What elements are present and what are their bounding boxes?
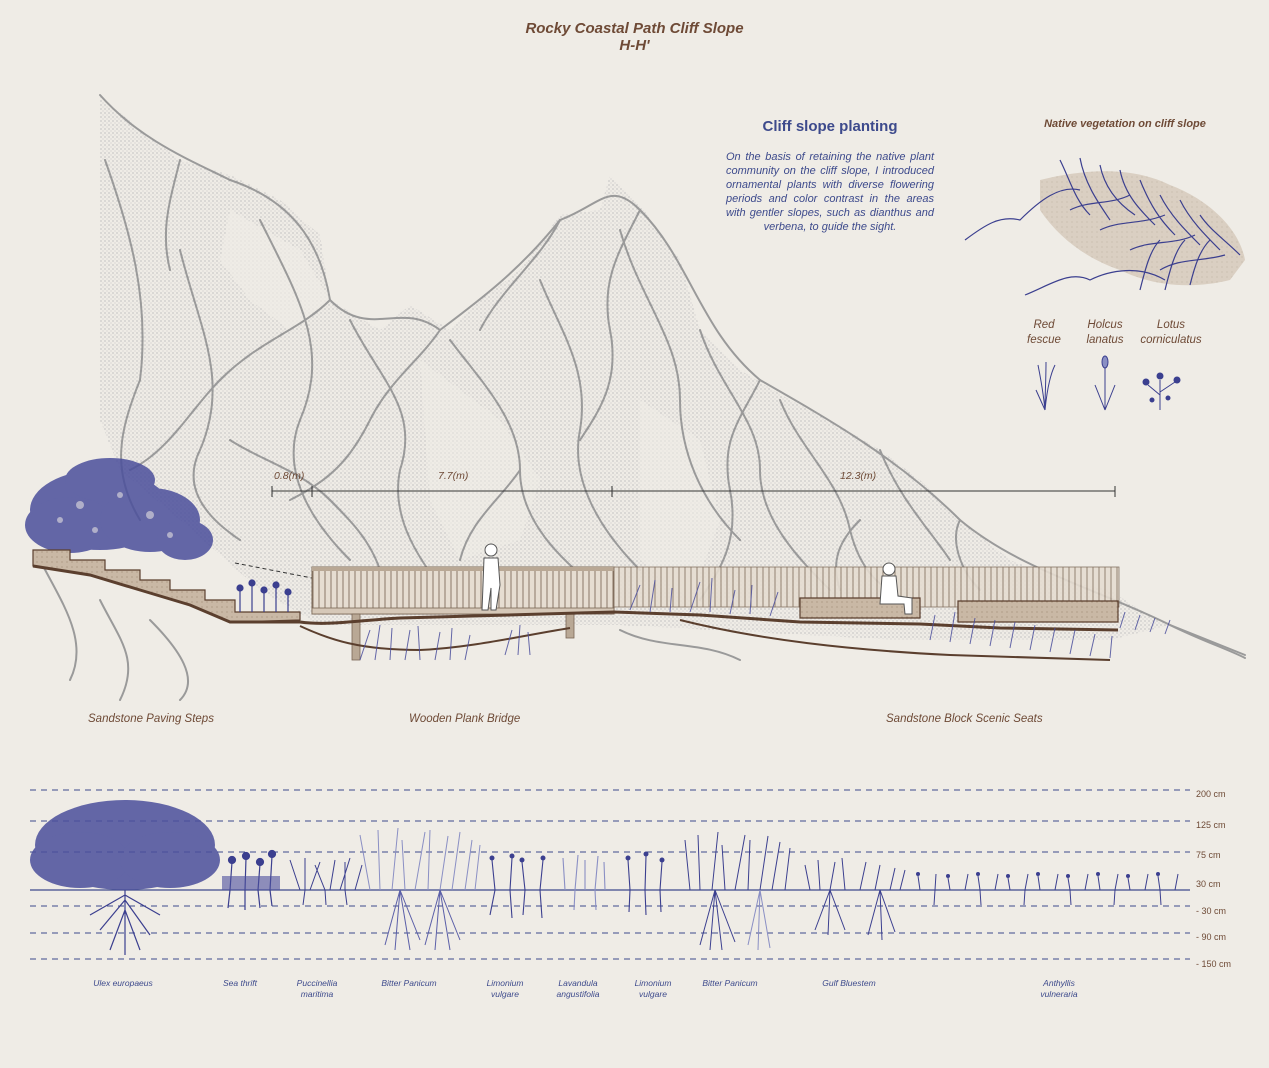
shrub-canopy-left [25,458,213,560]
scale-label-neg90: - 90 cm [1196,932,1227,942]
scale-label-30: 30 cm [1196,879,1221,889]
wooden-plank-bridge [311,566,615,661]
species-icon-lotus-corniculatus [1142,372,1181,410]
plant-silhouettes [30,800,1179,955]
scale-label-125: 125 cm [1196,820,1226,830]
slope-ground [299,610,1119,661]
plant-label-gulf-bluestem: Gulf Bluestem [822,978,876,988]
cliff-planting-heading: Cliff slope planting [762,118,898,135]
native-vegetation-sketch [964,157,1245,296]
title-line-2: H-H' [619,37,650,54]
plant-label-bitter-panicum-1: Bitter Panicum [381,978,437,988]
person-figure-seated [879,562,913,615]
title-line-1: Rocky Coastal Path Cliff Slope [525,20,744,37]
dimension-line [271,486,1116,497]
species-label-red-fescue: Red fescue [1027,319,1061,346]
dimension-label-1: 0.8(m) [274,470,305,482]
section-label-bridge: Wooden Plank Bridge [409,713,521,725]
plant-label-ulex-europaeus: Ulex europaeus [93,978,153,988]
dimension-label-2: 7.7(m) [438,470,469,482]
species-label-holcus-lanatus: Holcus lanatus [1086,319,1124,346]
cliff-contour-lines [39,94,1246,701]
scale-label-neg150: - 150 cm [1196,959,1232,969]
plant-label-sea-thrift: Sea thrift [222,978,258,988]
slope-planting [359,577,1171,661]
scale-label-75: 75 cm [1196,850,1221,860]
scale-label-neg30: - 30 cm [1196,906,1227,916]
species-label-lotus-corniculatus: Lotus corniculatus [1140,319,1202,346]
section-label-steps: Sandstone Paving Steps [88,713,214,725]
page-title: Rocky Coastal Path Cliff Slope H-H' [0,20,1269,54]
person-figure-standing [481,543,501,611]
sandstone-paving-steps [32,549,301,624]
section-label-seats: Sandstone Block Scenic Seats [886,713,1043,725]
cliff-planting-description: On the basis of retaining the native pla… [726,151,934,233]
native-vegetation-heading: Native vegetation on cliff slope [1044,118,1206,130]
cliff-rock-face [100,95,1170,640]
steps-planting [236,579,292,612]
species-icon-red-fescue [1035,361,1056,411]
sandstone-block-seats [799,597,1119,623]
scale-label-200: 200 cm [1196,789,1226,799]
species-icon-holcus-lanatus [1094,355,1116,411]
plant-label-bitter-panicum-2: Bitter Panicum [702,978,758,988]
connector-dashed-line [234,562,313,579]
dimension-label-3: 12.3(m) [840,470,877,482]
